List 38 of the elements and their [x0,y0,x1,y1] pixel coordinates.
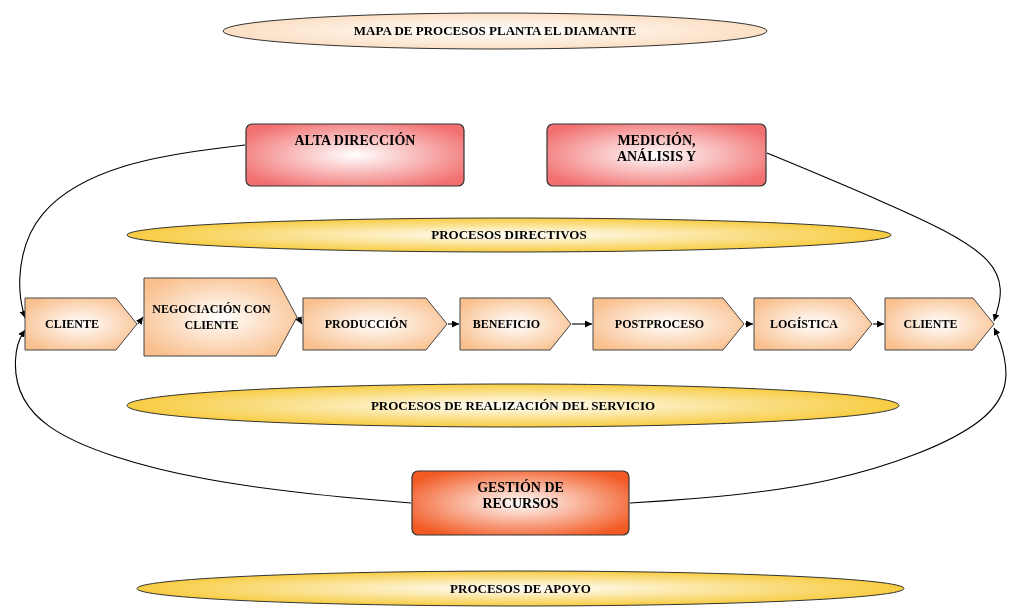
arrow [872,320,885,328]
process-step-box [459,297,572,351]
process-label: PRODUCCIÓN [323,316,409,332]
arrow [14,329,412,504]
process-step-box [24,297,138,351]
arrow [295,316,303,325]
process-label: NEGOCIACIÓN CON CLIENTE [151,301,272,333]
process-label: GESTIÓN DE RECURSOS [476,480,565,512]
arrow [571,320,593,328]
process-step-box [302,297,448,351]
process-box [245,123,465,187]
process-band-ellipse [136,570,905,607]
arrow [447,320,460,328]
process-label: PROCESOS DE APOYO [449,580,592,597]
process-band-ellipse [126,383,900,428]
process-step-box [592,297,745,351]
process-label: POSTPROCESO [613,316,706,332]
process-step-box [884,297,995,351]
process-label: PROCESOS DIRECTIVOS [430,227,588,243]
process-box [546,123,767,187]
process-band-ellipse [126,217,892,253]
arrow [136,316,144,325]
process-label: LOGÍSTICA [769,316,839,332]
arrow [629,327,1007,504]
process-label: CLIENTE [44,316,100,332]
process-step-box [143,277,298,357]
arrow [19,144,246,319]
process-box [411,470,630,536]
process-label: BENEFICIO [471,316,542,332]
process-label: PROCESOS DE REALIZACIÓN DEL SERVICIO [369,397,657,414]
process-label: MAPA DE PROCESOS PLANTA EL DIAMANTE [352,23,638,39]
process-label: ALTA DIRECCIÓN [293,133,417,149]
process-label: CLIENTE [902,316,959,332]
arrow [766,152,1001,322]
process-label: MEDICIÓN, ANÁLISIS Y [615,133,698,165]
title-ellipse [222,12,768,50]
arrow [744,320,754,328]
process-step-box [753,297,873,351]
